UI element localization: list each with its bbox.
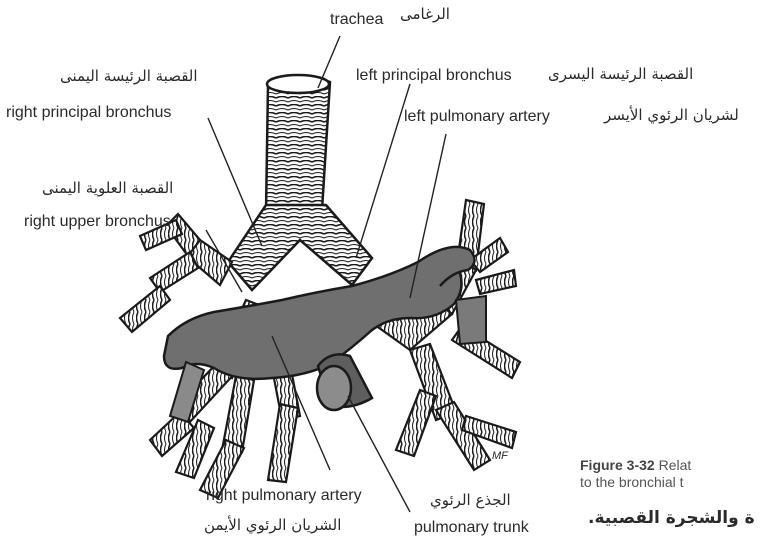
left-pulmonary-artery-label-en: left pulmonary artery bbox=[404, 107, 550, 127]
trachea-label-en: trachea bbox=[330, 10, 383, 30]
right-upper-label-en: right upper bronchus bbox=[24, 212, 171, 232]
leader-trachea bbox=[318, 36, 340, 88]
figure-number: Figure 3-32 bbox=[580, 457, 655, 473]
pulmonary-trunk bbox=[317, 354, 372, 410]
pulmonary-trunk-label-en: pulmonary trunk bbox=[414, 518, 529, 538]
caption-line-1: Relat bbox=[659, 457, 692, 473]
left-principal-label-ar: القصبة الرئيسة اليسرى bbox=[548, 64, 693, 84]
leader-right-principal bbox=[208, 118, 262, 246]
figure-caption: Figure 3-32 Relat bbox=[580, 457, 691, 473]
right-pulmonary-artery-label-ar: الشريان الرئوي الأيمن bbox=[204, 515, 341, 535]
right-pulmonary-artery-label-en: right pulmonary artery bbox=[206, 486, 362, 506]
caption-arabic: ة والشجرة القصبية. bbox=[588, 508, 755, 528]
trachea bbox=[266, 75, 330, 217]
artist-initials: MF bbox=[492, 446, 508, 466]
caption-line-2: to the bronchial t bbox=[580, 474, 684, 490]
left-pulmonary-artery-label-ar: لشريان الرئوي الأيسر bbox=[604, 105, 739, 125]
left-principal-label-en: left principal bronchus bbox=[356, 66, 512, 86]
leader-left-principal bbox=[356, 84, 410, 258]
right-upper-label-ar: القصبة العلوية اليمنى bbox=[42, 178, 173, 198]
right-principal-label-en: right principal bronchus bbox=[6, 103, 171, 123]
trachea-label-ar: الرغامى bbox=[400, 4, 450, 24]
pulmonary-trunk-label-ar: الجذع الرئوي bbox=[430, 490, 511, 510]
right-principal-label-ar: القصبة الرئيسة اليمنى bbox=[60, 66, 198, 86]
